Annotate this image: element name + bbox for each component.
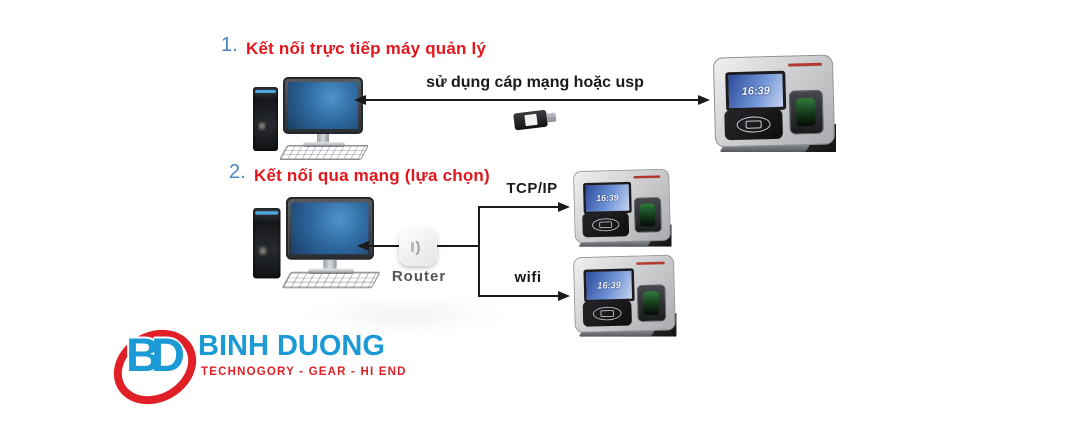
attendance-terminal-direct: 16:39: [712, 54, 840, 152]
arrowhead-right-icon: [558, 291, 570, 301]
junction-vertical-line: [478, 207, 480, 297]
pc-keyboard-icon: [279, 145, 369, 160]
pc-keyboard-icon: [281, 271, 381, 289]
router-to-pc-line: [368, 245, 399, 247]
card-reader-panel: [582, 300, 632, 327]
terminal-red-strip: [633, 175, 661, 179]
pc-base: [308, 268, 355, 274]
card-reader-panel: [724, 108, 783, 141]
card-icon: [736, 116, 771, 133]
logo-monogram: BD: [126, 328, 185, 381]
pc-stand: [323, 259, 337, 270]
arrowhead-right-icon: [558, 202, 570, 212]
fingerprint-sensor-icon: [633, 196, 662, 233]
terminal-body: 16:39: [712, 54, 836, 148]
attendance-terminal-tcpip: 16:39: [573, 168, 675, 247]
fingerprint-sensor-icon: [788, 89, 824, 135]
computer-network: [253, 197, 381, 289]
pc-monitor-icon: [283, 77, 363, 134]
router-label: Router: [391, 268, 447, 285]
card-reader-panel: [582, 212, 630, 238]
attendance-terminal-wifi: 16:39: [573, 254, 680, 337]
terminal-clock: 16:39: [597, 280, 621, 291]
arrowhead-left-icon: [354, 95, 366, 105]
terminal-body: 16:39: [573, 168, 671, 244]
terminal-red-strip: [788, 62, 823, 67]
fingerprint-sensor-icon: [636, 284, 667, 323]
terminal-screen: 16:39: [583, 268, 635, 303]
terminal-body: 16:39: [573, 254, 676, 333]
usb-stick-icon: [513, 109, 557, 131]
section2-number: 2.: [229, 161, 246, 183]
terminal-red-strip: [636, 261, 665, 265]
tcp-ip-label: TCP/IP: [506, 180, 558, 197]
pc-base: [303, 142, 345, 147]
section1-number: 1.: [221, 34, 238, 56]
direct-connection-line: [365, 99, 699, 101]
logo-company-name: BINH DUONG: [198, 330, 385, 362]
terminal-clock: 16:39: [741, 84, 770, 98]
cable-connection-label: sử dụng cáp mạng hoặc usp: [426, 74, 644, 91]
card-icon: [591, 218, 620, 232]
wifi-label: wifi: [514, 269, 542, 286]
terminal-clock: 16:39: [596, 192, 619, 204]
pc-monitor-icon: [286, 197, 374, 260]
pc-stand: [317, 134, 329, 143]
pc-tower-icon: [253, 87, 278, 151]
terminal-screen: 16:39: [725, 70, 787, 112]
logo-tagline: TECHNOGORY - GEAR - HI END: [201, 366, 407, 378]
arrowhead-left-icon: [357, 241, 369, 251]
card-icon: [592, 306, 622, 321]
pc-tower-icon: [253, 208, 281, 279]
tcp-ip-line: [478, 206, 560, 208]
section2-title: Kết nối qua mạng (lựa chọn): [254, 166, 490, 185]
router-icon: ): [399, 228, 437, 266]
binh-duong-logo: BD BINH DUONG TECHNOGORY - GEAR - HI END: [100, 315, 405, 419]
computer-direct: [253, 77, 369, 160]
arrowhead-right-icon: [698, 95, 710, 105]
terminal-screen: 16:39: [582, 181, 632, 215]
watermark-smudge: [300, 295, 510, 335]
section1-title: Kết nối trực tiếp máy quản lý: [246, 39, 487, 58]
wifi-line: [478, 295, 560, 297]
router-to-junction-line: [437, 245, 479, 247]
